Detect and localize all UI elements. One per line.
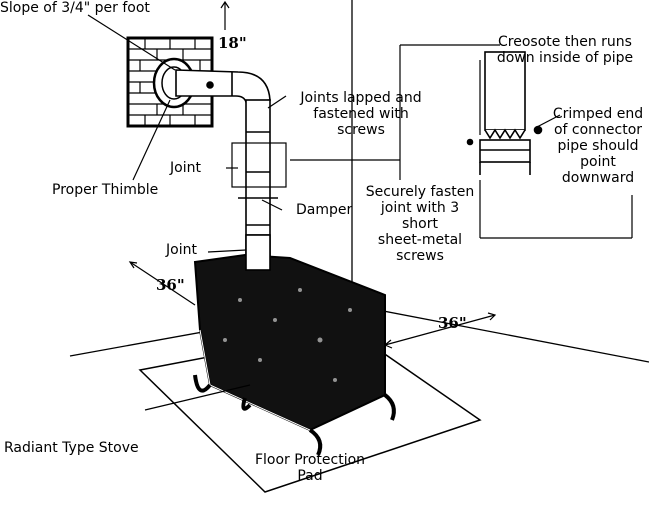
joint-upper-label: Joint <box>170 160 201 176</box>
slope-label: Slope of 3/4" per foot <box>0 0 150 16</box>
back-clearance-label: 36" <box>438 314 467 332</box>
joints-lapped-label: Joints lapped and fastened with screws <box>286 90 436 138</box>
secure-line-1: Securely fasten <box>365 184 475 200</box>
creosote-line-2: down inside of pipe <box>496 50 634 66</box>
dimension-arrows <box>128 0 497 349</box>
crimped-line-3: pipe should <box>557 138 639 154</box>
secure-fasten-label: Securely fasten joint with 3 short sheet… <box>360 184 480 264</box>
radiant-stove-label: Radiant Type Stove <box>4 440 139 456</box>
joint-box <box>231 142 287 188</box>
floor-pad-label: Floor Protection Pad <box>240 452 380 484</box>
secure-line-3: short <box>402 216 438 232</box>
creosote-line-1: Creosote then runs <box>498 34 632 50</box>
secure-line-4: sheet-metal <box>377 232 463 248</box>
side-clearance-label: 36" <box>156 276 185 294</box>
floor-pad-line-1: Floor Protection <box>254 452 366 468</box>
stove-collar <box>245 234 271 271</box>
damper-label: Damper <box>296 202 353 218</box>
crimped-label: Crimped end of connector pipe should poi… <box>548 106 648 186</box>
leader-lines <box>87 14 633 411</box>
crimped-line-2: of connector <box>553 122 643 138</box>
ceiling-clearance-label: 18" <box>218 34 247 52</box>
floor-pad-line-2: Pad <box>297 468 323 484</box>
joints-lapped-line-1: Joints lapped and <box>300 90 422 106</box>
inset-pipe-joint <box>466 51 543 175</box>
crimped-line-4: point <box>580 154 616 170</box>
creosote-label: Creosote then runs down inside of pipe <box>490 34 640 66</box>
joints-lapped-line-3: screws <box>337 122 385 138</box>
crimped-line-5: downward <box>561 170 635 186</box>
secure-line-5: screws <box>396 248 444 264</box>
secure-line-2: joint with 3 <box>380 200 460 216</box>
joint-lower-label: Joint <box>166 242 197 258</box>
thimble-label: Proper Thimble <box>52 182 159 198</box>
joints-lapped-line-2: fastened with <box>313 106 409 122</box>
crimped-line-1: Crimped end <box>552 106 644 122</box>
